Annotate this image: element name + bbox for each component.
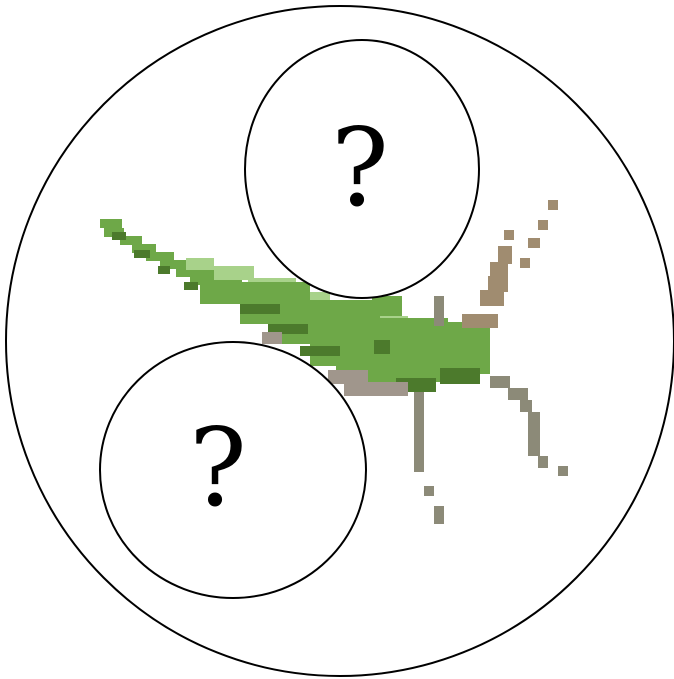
top-question-mark: ? <box>331 106 389 231</box>
bottom-question-mark: ? <box>189 406 247 531</box>
